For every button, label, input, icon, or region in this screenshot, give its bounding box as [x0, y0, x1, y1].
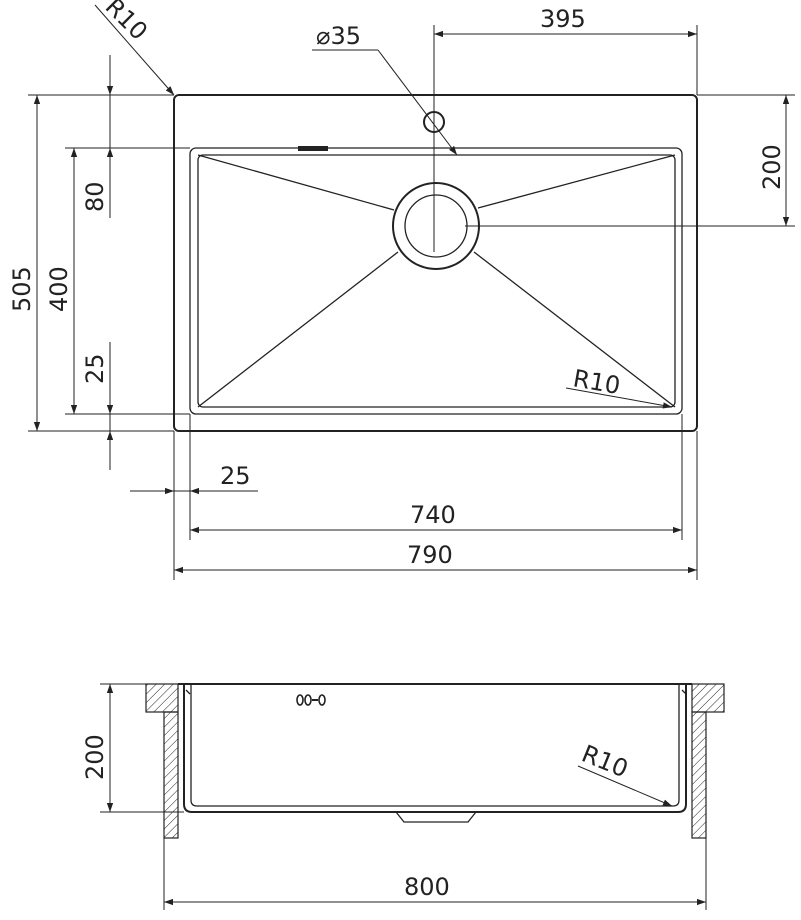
top-view: R10 ⌀35 395 200 505 400 80 25 R10 [8, 0, 795, 580]
side-radius-label: R10 [578, 740, 632, 784]
corner-radius-label: R10 [100, 0, 153, 46]
back-ledge-label: 80 [81, 181, 109, 212]
side-ledge-label: 25 [220, 462, 251, 490]
drain-offset-x-label: 395 [540, 5, 586, 33]
bowl-profile-inner [190, 684, 680, 807]
extension-lines [28, 25, 795, 580]
overflow-holes [296, 694, 326, 706]
countertop-left [145, 683, 179, 713]
drain-offset-y-label: 200 [758, 144, 786, 190]
overall-width-label: 790 [407, 541, 453, 569]
sink-outer-outline [173, 94, 698, 432]
bowl-inner-outline [197, 154, 676, 408]
side-view: 200 R10 800 [81, 683, 725, 910]
cabinet-wall-left [163, 711, 179, 839]
side-radius-leader [577, 765, 673, 807]
bowl-width-label: 740 [410, 501, 456, 529]
drain-profile [395, 811, 477, 823]
cabinet-width-label: 800 [404, 873, 450, 901]
drain-inner-ring [404, 194, 468, 258]
bowl-profile-outer [183, 684, 687, 813]
tap-hole-diameter-label: ⌀35 [316, 22, 361, 50]
bowl-outer-outline [189, 147, 683, 415]
bowl-height-label: 200 [81, 734, 109, 780]
cabinet-wall-right [691, 711, 707, 839]
overall-depth-label: 505 [8, 266, 36, 312]
countertop-right [691, 683, 725, 713]
bowl-slope-lines [197, 154, 676, 408]
bowl-radius-label: R10 [571, 364, 622, 400]
bowl-depth-label: 400 [45, 266, 73, 312]
front-ledge-label: 25 [81, 353, 109, 384]
bowl-radius-leader [565, 387, 673, 409]
overflow-slot [298, 146, 328, 151]
tap-hole-leader-angle [377, 49, 458, 156]
corner-radius-leader [94, 4, 175, 96]
